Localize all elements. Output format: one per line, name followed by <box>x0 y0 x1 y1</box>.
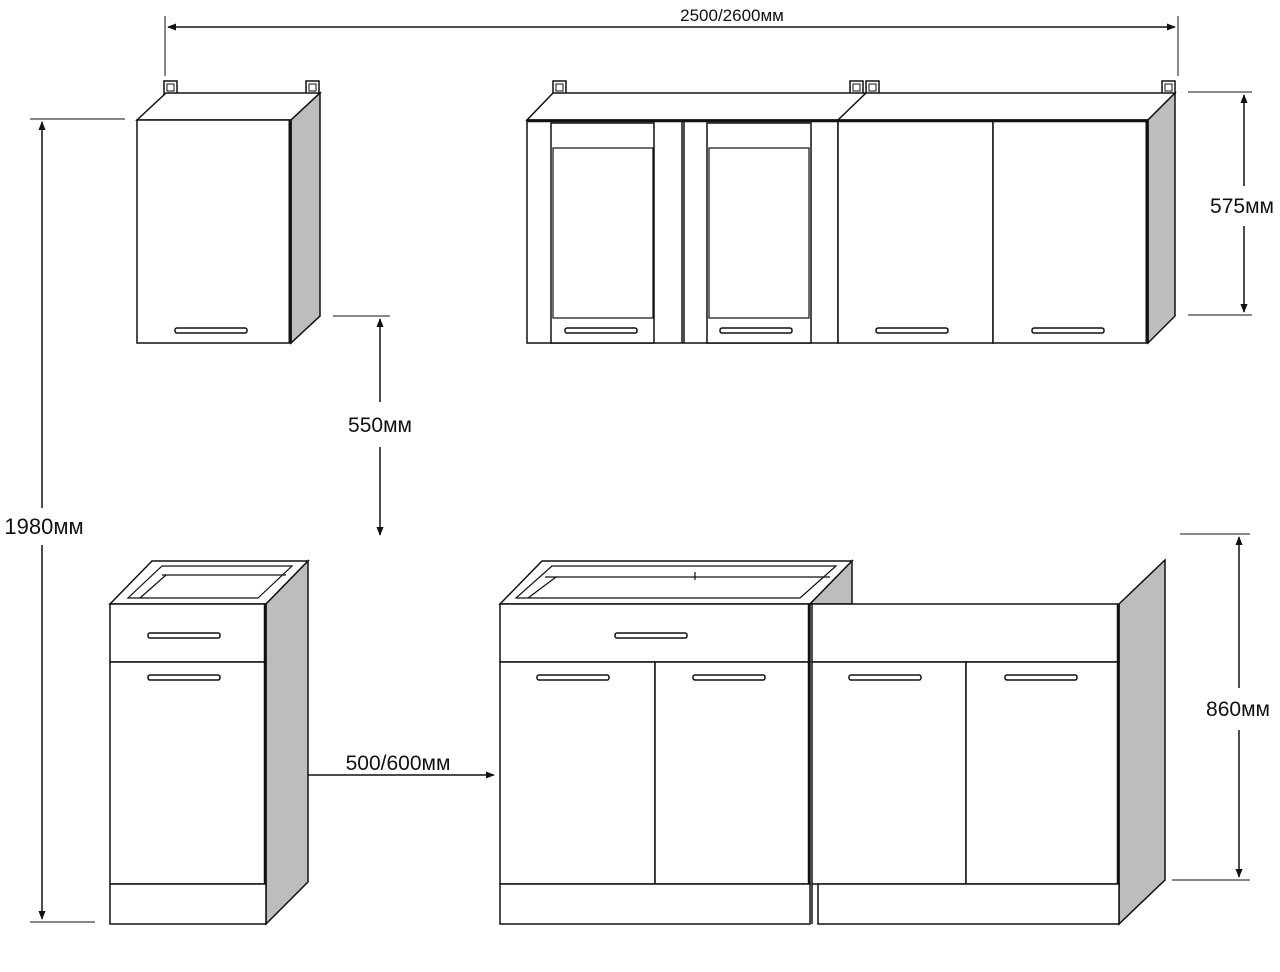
door-handle <box>564 327 638 334</box>
label-module-width: 500/600мм <box>346 752 451 775</box>
cabinet-top <box>135 92 322 121</box>
wall-cabinet-glass <box>525 80 868 344</box>
cabinet-door <box>136 119 292 344</box>
dimension-total-height <box>30 118 125 923</box>
cabinet-top <box>525 92 868 121</box>
wall-cabinet-single <box>135 80 322 345</box>
side-panel <box>1147 91 1176 345</box>
base-cabinet-drawer-doors <box>498 559 854 925</box>
side-panel <box>290 91 321 345</box>
door-handle <box>1031 327 1105 334</box>
top-rail <box>811 603 1120 663</box>
dimension-base-cabinet-height <box>1172 533 1250 881</box>
drawer-handle <box>614 632 688 639</box>
cabinet-top <box>836 92 1177 121</box>
label-total-width: 2500/2600мм <box>680 6 784 25</box>
drawer-handle <box>147 632 221 639</box>
label-base-cabinet-height: 860мм <box>1206 698 1270 721</box>
plinth <box>499 883 811 925</box>
door-handle <box>848 674 922 681</box>
dimension-gap-height <box>333 315 390 536</box>
cabinet-door-right <box>965 661 1120 885</box>
door-handle <box>719 327 793 334</box>
cabinet-door-left <box>499 661 656 885</box>
label-total-height: 1980мм <box>4 514 83 539</box>
cabinet-door-right <box>992 119 1149 344</box>
door-handle <box>875 327 949 334</box>
door-handle <box>1004 674 1078 681</box>
dimension-total-width <box>164 16 1179 76</box>
cabinet-door-left <box>837 119 994 344</box>
door-handle <box>536 674 610 681</box>
base-cabinet-sink <box>811 558 1166 926</box>
plinth <box>817 883 1120 925</box>
label-wall-cabinet-height: 575мм <box>1210 195 1274 218</box>
wall-cabinet-double <box>836 80 1177 345</box>
side-panel <box>265 559 309 926</box>
base-cabinet-single <box>108 559 310 926</box>
side-panel <box>1118 558 1166 926</box>
plinth <box>109 883 267 925</box>
label-gap-height: 550мм <box>348 414 412 437</box>
cabinet-door-right <box>654 661 811 885</box>
door-handle <box>147 674 221 681</box>
door-handle <box>692 674 766 681</box>
door-handle <box>174 327 248 334</box>
cabinet-door <box>109 661 267 885</box>
cabinet-door-left <box>811 661 967 885</box>
dimension-wall-cabinet-height <box>1188 91 1252 316</box>
